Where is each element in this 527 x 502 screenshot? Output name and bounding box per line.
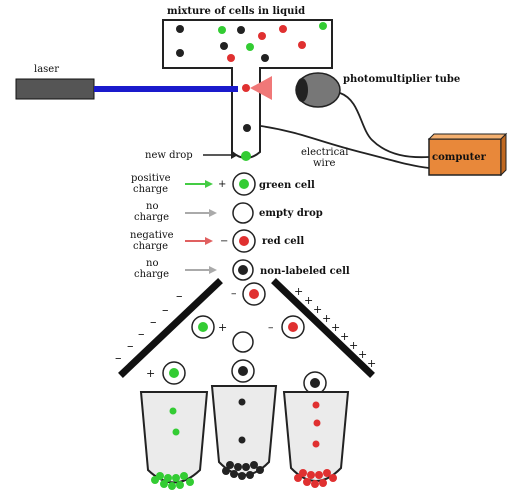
- green-cell-label: green cell: [259, 180, 315, 191]
- negative-charge-label-2: charge: [133, 241, 168, 252]
- negative-charge-sign: −: [220, 236, 228, 247]
- mixture-red-cell: [298, 41, 306, 49]
- non-labeled-cell-label: non-labeled cell: [260, 266, 350, 277]
- pmt-label: photomultiplier tube: [343, 74, 460, 85]
- positive-charge-sign: +: [218, 179, 226, 190]
- positive-deflection-plate: + + + + + + + + +: [271, 278, 376, 378]
- svg-text:+: +: [313, 303, 322, 316]
- green-cell-dot: [198, 322, 208, 332]
- mixture-green-cell: [246, 43, 254, 51]
- red-cell-label: red cell: [262, 236, 304, 247]
- mixture-green-cell: [319, 22, 327, 30]
- drop-charge-sign: –: [231, 287, 237, 300]
- mixture-black-cell: [176, 49, 184, 57]
- svg-text:+: +: [294, 285, 303, 298]
- electrical-wire-label-1: electrical: [301, 147, 348, 158]
- mixture-red-cell: [258, 32, 266, 40]
- green-collection-tube: [139, 391, 209, 490]
- mixture-red-cell: [279, 25, 287, 33]
- drop-charge-sign: +: [146, 367, 155, 380]
- drop-empty: [232, 202, 254, 224]
- scatter-cone: [250, 76, 272, 100]
- svg-text:+: +: [358, 348, 367, 361]
- green-cell-dot: [239, 179, 249, 189]
- new-drop-arrowhead: [231, 151, 238, 159]
- no-charge-label-b1: no: [146, 258, 158, 269]
- svg-text:+: +: [304, 294, 313, 307]
- svg-text:–: –: [115, 351, 122, 366]
- waste-collection-tube: [210, 385, 278, 480]
- black-cell-dot: [238, 366, 248, 376]
- computer-box-icon: [427, 132, 508, 177]
- laser-beam: [94, 86, 238, 92]
- svg-text:–: –: [150, 315, 157, 330]
- no-charge-arrowhead: [209, 209, 217, 217]
- mixture-black-cell: [243, 124, 251, 132]
- red-cell-dot: [249, 289, 259, 299]
- svg-text:–: –: [127, 339, 134, 354]
- red-cell-dot: [310, 378, 320, 388]
- laser-label: laser: [34, 64, 59, 75]
- negative-deflection-plate: – – – – – –: [115, 278, 223, 378]
- red-cell-dot: [288, 322, 298, 332]
- drop-charge-sign: +: [218, 321, 227, 334]
- mixture-black-cell: [237, 26, 245, 34]
- red-collection-tube: [282, 391, 350, 488]
- mixture-black-cell: [176, 25, 184, 33]
- mixture-red-cell: [242, 84, 250, 92]
- svg-text:–: –: [138, 327, 145, 342]
- no-charge-label-2: charge: [134, 212, 169, 223]
- computer-label: computer: [432, 152, 487, 163]
- svg-text:–: –: [176, 289, 183, 304]
- mixture-red-cell: [227, 54, 235, 62]
- svg-text:+: +: [367, 357, 376, 370]
- new-drop-label: new drop: [145, 150, 193, 161]
- mixture-label: mixture of cells in liquid: [167, 6, 305, 17]
- svg-text:+: +: [349, 339, 358, 352]
- positive-charge-label-1: positive: [131, 173, 171, 184]
- photomultiplier-tube-icon: [295, 72, 341, 108]
- no-charge-label-1: no: [146, 201, 158, 212]
- mixture-cells: [176, 22, 327, 132]
- svg-text:+: +: [331, 321, 340, 334]
- electrical-wire-label-2: wire: [313, 158, 336, 169]
- positive-charge-label-2: charge: [133, 184, 168, 195]
- no-charge-arrowhead-2: [209, 266, 217, 274]
- negative-charge-label-1: negative: [130, 230, 174, 241]
- black-cell-dot: [238, 265, 248, 275]
- positive-charge-arrowhead: [205, 180, 213, 188]
- laser-device-icon: [15, 78, 95, 100]
- mixture-black-cell: [261, 54, 269, 62]
- drop-charge-sign: –: [268, 321, 274, 334]
- green-cell-dot: [169, 368, 179, 378]
- electrical-wire: [260, 125, 430, 169]
- svg-text:–: –: [162, 303, 169, 318]
- negative-charge-arrowhead: [205, 237, 213, 245]
- no-charge-label-b2: charge: [134, 269, 169, 280]
- mixture-green-cell: [218, 26, 226, 34]
- svg-text:+: +: [322, 312, 331, 325]
- mixture-black-cell: [220, 42, 228, 50]
- pmt-wire: [339, 92, 430, 159]
- red-cell-dot: [239, 236, 249, 246]
- empty-drop-label: empty drop: [259, 208, 323, 219]
- svg-text:+: +: [340, 330, 349, 343]
- new-drop: [241, 151, 251, 161]
- falling-empty-drop: [232, 331, 254, 353]
